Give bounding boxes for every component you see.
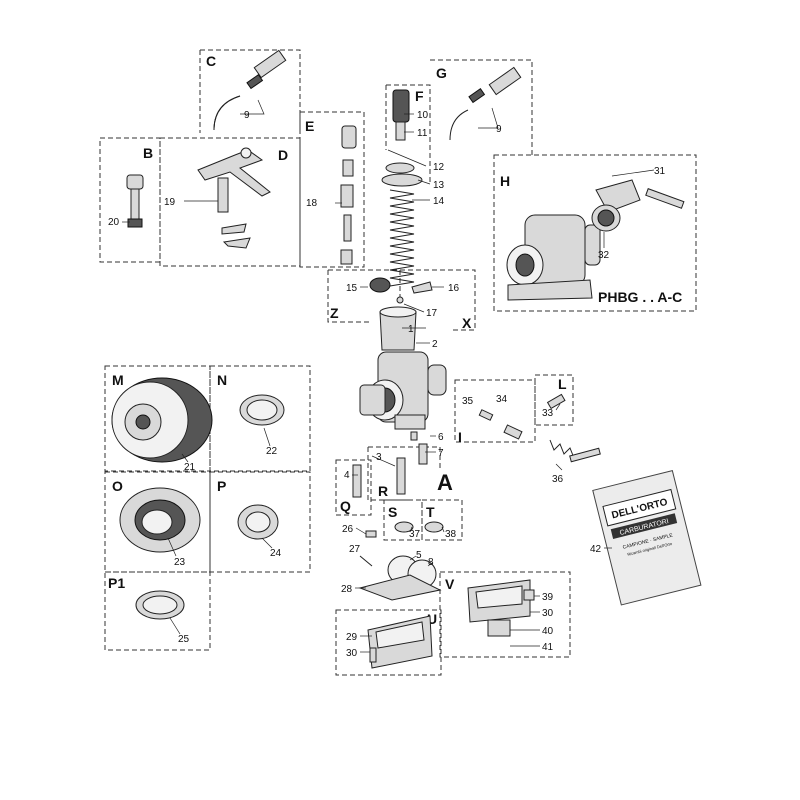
part-number-11: 11 [417, 128, 428, 139]
screws-e [340, 125, 357, 265]
part-number-18: 18 [306, 198, 318, 209]
part-number-40: 40 [542, 626, 554, 637]
group-boxes [99, 49, 697, 676]
cable-adjuster-c [213, 49, 287, 131]
part-number-36: 36 [552, 474, 564, 485]
part-number-14: 14 [433, 196, 445, 207]
group-label-p: P [217, 478, 226, 494]
part-number-22: 22 [266, 446, 278, 457]
group-label-p1: P1 [108, 575, 125, 591]
part-number-32: 32 [598, 250, 610, 261]
part-number-2: 2 [432, 339, 438, 350]
group-label-u: U [427, 611, 437, 627]
part-number-41: 41 [542, 642, 554, 653]
part-number-21: 21 [184, 462, 196, 473]
group-label-h: H [500, 173, 510, 189]
group-label-g: G [436, 65, 447, 81]
part-number-28: 28 [341, 584, 353, 595]
float-bowl-v [467, 579, 535, 637]
part-number-31: 31 [654, 166, 666, 177]
part-number-24: 24 [270, 548, 282, 559]
part-number-9-c: 9 [244, 110, 250, 121]
part-number-9-g: 9 [496, 124, 502, 135]
group-label-i: I [458, 429, 462, 445]
throttle-slide [379, 306, 417, 351]
part-number-33: 33 [542, 408, 554, 419]
part-number-25: 25 [178, 634, 190, 645]
group-label-c: C [206, 53, 216, 69]
model-label: PHBG . . A-C [598, 289, 682, 305]
slide-top-spring [381, 162, 423, 287]
group-label-x: X [462, 315, 472, 331]
part-number-27: 27 [349, 544, 361, 555]
part-number-26: 26 [342, 524, 354, 535]
air-filter-m [111, 377, 213, 463]
part-number-42: 42 [590, 544, 602, 555]
needle-clips [369, 277, 433, 304]
carburetor-body-a [359, 351, 447, 430]
mixture-screw-b [126, 174, 144, 228]
adapter-p [237, 504, 279, 540]
part-number-8: 8 [428, 557, 434, 568]
ring-p1 [135, 590, 185, 620]
part-number-29: 29 [346, 632, 358, 643]
part-number-17: 17 [426, 308, 438, 319]
part-number-10: 10 [417, 110, 429, 121]
part-number-15: 15 [346, 283, 358, 294]
screws-i-l [478, 393, 601, 463]
boot-f [392, 89, 410, 141]
part-number-4: 4 [344, 470, 350, 481]
washers-s-t [394, 521, 444, 533]
carburetor-body-h [506, 179, 685, 301]
group-letters: C B D E F G H Z X M N I L A O P R Q S T … [108, 53, 682, 627]
part-number-37: 37 [409, 529, 421, 540]
cable-adjuster-g [449, 66, 522, 141]
float-assembly [358, 530, 442, 601]
part-number-12: 12 [433, 162, 445, 173]
part-number-39: 39 [542, 592, 554, 603]
part-number-13: 13 [433, 180, 445, 191]
float-bowl-u [367, 615, 433, 669]
leader-lines [122, 99, 655, 653]
part-number-38: 38 [445, 529, 457, 540]
part-number-35: 35 [462, 396, 474, 407]
group-label-a: A [437, 470, 453, 495]
jets-q-r [352, 431, 428, 498]
part-number-23: 23 [174, 557, 186, 568]
group-label-n: N [217, 372, 227, 388]
part-number-16: 16 [448, 283, 460, 294]
group-label-f: F [415, 88, 424, 104]
part-number-5: 5 [416, 550, 422, 561]
air-filter-o [119, 487, 201, 553]
group-label-t: T [426, 504, 435, 520]
part-number-6: 6 [438, 432, 444, 443]
part-number-30-v: 30 [542, 608, 554, 619]
group-label-o: O [112, 478, 123, 494]
group-label-e: E [305, 118, 314, 134]
part-number-7: 7 [438, 448, 444, 459]
adapter-n [239, 394, 285, 426]
part-number-20: 20 [108, 217, 120, 228]
group-label-q: Q [340, 498, 351, 514]
part-number-1: 1 [408, 324, 414, 335]
part-numbers: 1 2 3 4 5 6 7 8 9 9 10 11 12 13 14 15 16… [108, 110, 666, 659]
group-label-s: S [388, 504, 397, 520]
choke-lever-d [197, 147, 271, 249]
group-label-z: Z [330, 305, 339, 321]
part-number-34: 34 [496, 394, 508, 405]
spare-parts-bag: DELL'ORTO CARBURATORI CAMPIONE · SAMPLE … [592, 469, 702, 606]
part-number-3: 3 [376, 452, 382, 463]
group-label-v: V [445, 576, 455, 592]
group-label-l: L [558, 376, 567, 392]
part-number-19: 19 [164, 197, 176, 208]
part-number-30-u: 30 [346, 648, 358, 659]
group-label-m: M [112, 372, 124, 388]
group-label-b: B [143, 145, 153, 161]
group-label-d: D [278, 147, 288, 163]
group-label-r: R [378, 483, 388, 499]
